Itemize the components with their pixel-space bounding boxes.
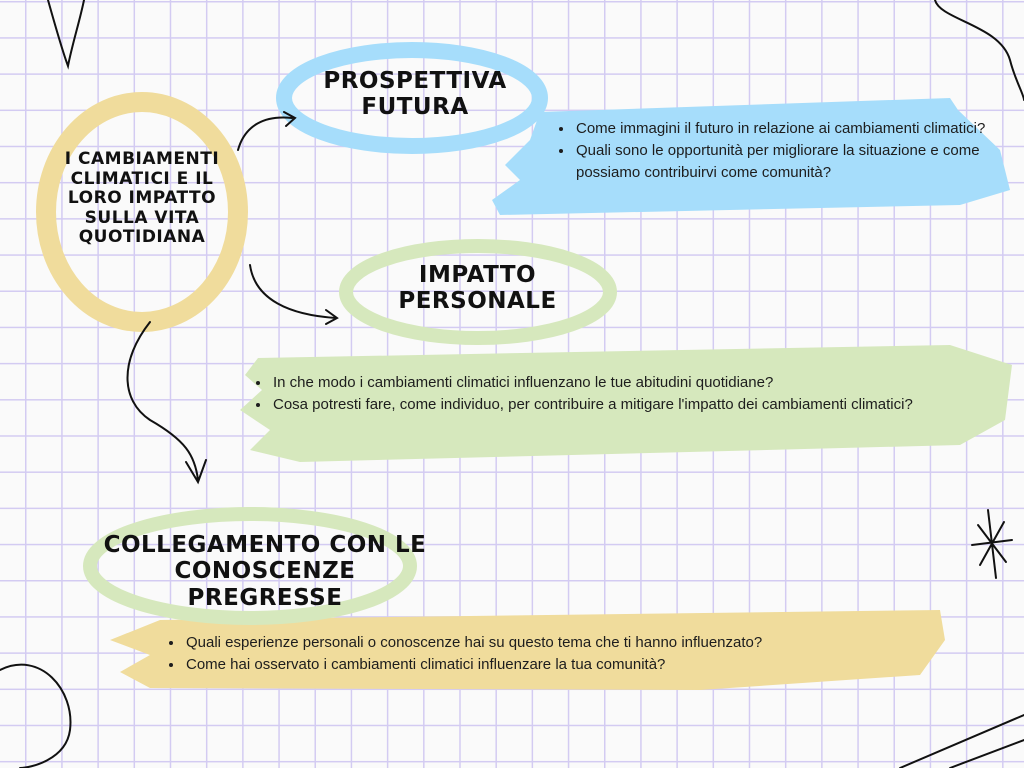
doodle-bottom-left [0,663,72,768]
doodle-bottom-right [899,714,1024,768]
future-title-line: Prospettiva [323,68,507,94]
central-topic: I cambiamenti climatici e il loro impatt… [52,149,232,248]
blue-ellipse [276,42,548,154]
yellow-circle [36,92,248,332]
arrow-to-personal [249,264,339,325]
question-item: In che modo i cambiamenti climatici infl… [271,372,971,394]
prior-title-line: Collegamento con le [103,532,427,558]
question-item: Cosa potresti fare, come individuo, per … [271,394,971,416]
question-item: Come hai osservato i cambiamenti climati… [184,654,944,676]
sparkle-icon [971,509,1013,579]
personal-title-line: personale [398,288,557,315]
arrow-to-future [237,111,297,151]
question-item: Quali sono le opportunità per migliorare… [574,140,994,184]
prior-title: Collegamento con le conoscenze pregresse [100,532,430,611]
personal-questions: In che modo i cambiamenti climatici infl… [253,372,971,416]
prior-title-line: conoscenze pregresse [174,558,356,611]
blue-brush-stroke [492,98,1010,215]
central-topic-line: I cambiamenti [64,149,220,169]
future-title-line: futura [361,94,469,121]
doodle-top-right [934,0,1024,101]
central-topic-line: sulla vita [84,207,200,228]
arrow-to-prior [126,321,207,485]
green-brush-stroke [240,345,1012,462]
green-ellipse-2 [83,507,417,625]
personal-title: Impatto personale [370,262,585,315]
yellow-brush-stroke [110,610,945,690]
prior-questions: Quali esperienze personali o conoscenze … [166,632,944,676]
central-topic-line: climatici e il [70,168,214,189]
green-ellipse [339,239,617,345]
doodle-top-left [47,0,85,70]
central-topic-line: quotidiana [78,227,206,248]
question-item: Come immagini il futuro in relazione ai … [574,118,994,140]
personal-title-line: Impatto [418,262,537,288]
future-questions: Come immagini il futuro in relazione ai … [556,118,994,184]
central-topic-line: loro impatto [67,188,217,209]
future-title: Prospettiva futura [300,68,530,121]
question-item: Quali esperienze personali o conoscenze … [184,632,944,654]
